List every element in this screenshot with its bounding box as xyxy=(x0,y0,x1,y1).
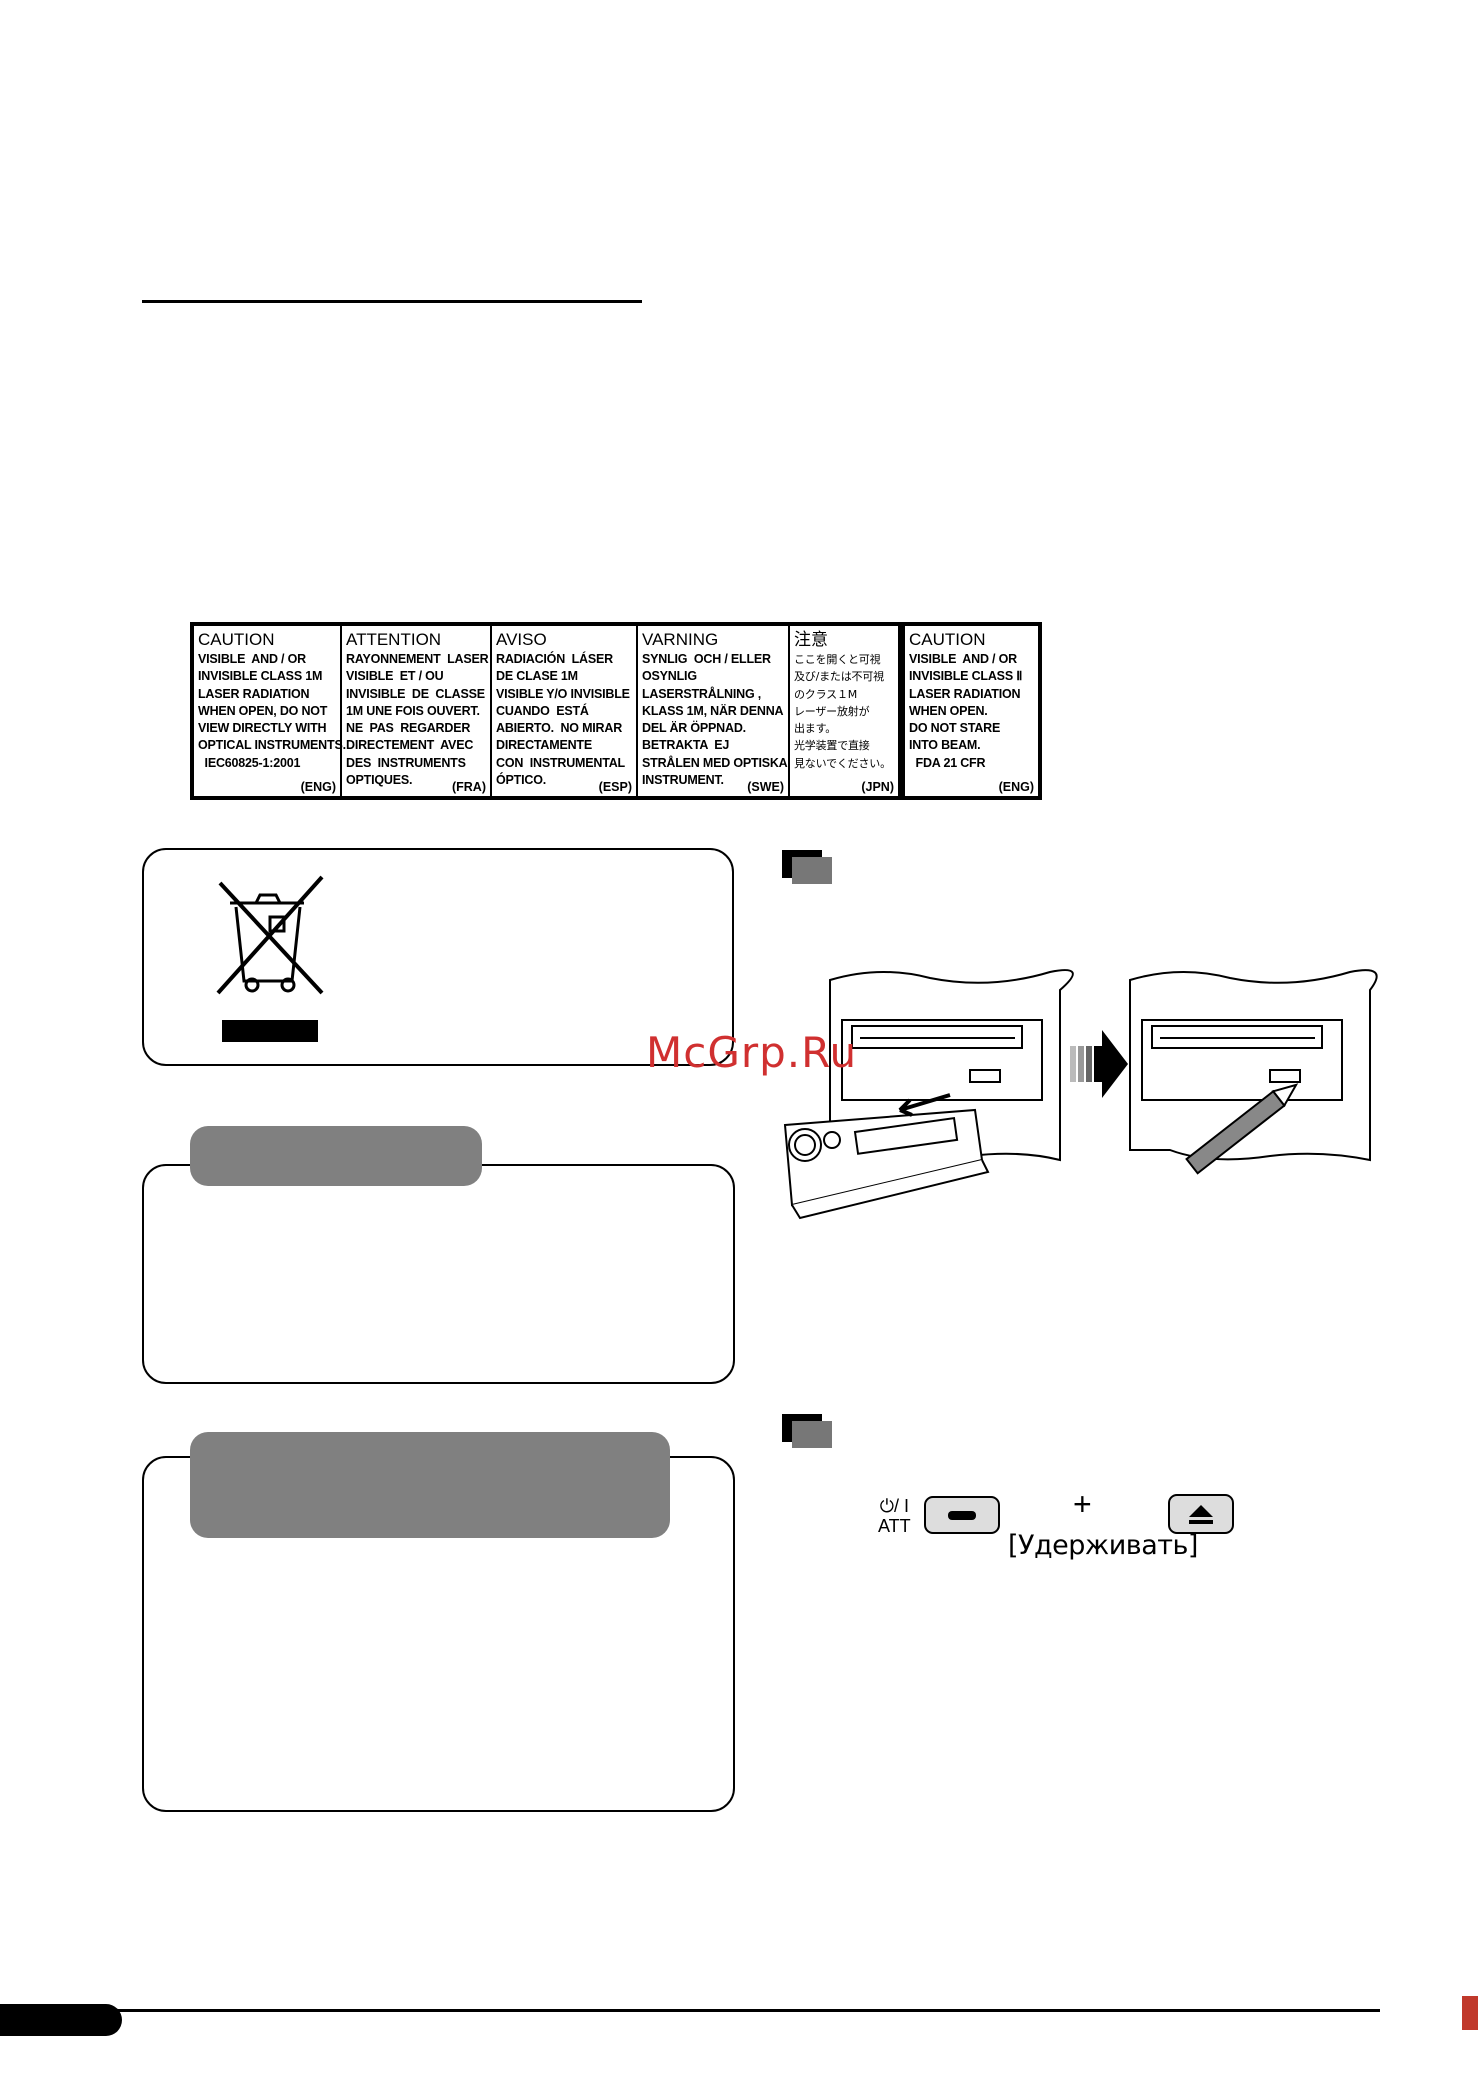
edge-marker xyxy=(1462,1996,1478,2030)
label-column-jpn: 注意 ここを開くと可視 及び/または不可視 のクラス１M レーザー放射が 出ます… xyxy=(790,626,900,796)
label-text: VISIBLE AND / OR INVISIBLE CLASS 1M LASE… xyxy=(198,652,346,770)
label-language-tag: (JPN) xyxy=(861,780,894,794)
section-marker xyxy=(782,1414,834,1448)
att-button[interactable] xyxy=(924,1496,1000,1534)
label-heading: AVISO xyxy=(496,630,547,649)
section-marker xyxy=(782,850,834,884)
minus-icon xyxy=(948,1511,976,1520)
label-language-tag: (FRA) xyxy=(451,780,486,794)
label-language-tag: (ENG) xyxy=(998,780,1034,794)
info-box-tab xyxy=(190,1126,482,1186)
plus-sign: + xyxy=(1073,1486,1092,1522)
label-heading: CAUTION xyxy=(198,630,275,649)
laser-caution-label: CAUTION VISIBLE AND / OR INVISIBLE CLASS… xyxy=(190,622,1042,800)
power-att-label: ⏻/ I ATT xyxy=(878,1496,911,1536)
eject-icon xyxy=(1189,1505,1213,1524)
label-text: SYNLIG OCH / ELLER OSYNLIG LASERSTRÅLNIN… xyxy=(642,652,788,788)
hold-instruction: [Удерживать] xyxy=(1008,1530,1198,1561)
page-number-tab xyxy=(0,2004,122,2036)
label-language-tag: (SWE) xyxy=(747,780,784,794)
header-rule xyxy=(142,300,642,303)
footer-rule xyxy=(0,2009,1380,2012)
label-heading: CAUTION xyxy=(909,630,986,649)
faceplate-removal-illustration xyxy=(783,969,1378,1220)
label-column-eng-fda: CAUTION VISIBLE AND / OR INVISIBLE CLASS… xyxy=(900,626,1038,796)
label-heading: VARNING xyxy=(642,630,719,649)
label-language-tag: (ENG) xyxy=(300,780,336,794)
label-text: RADIACIÓN LÁSER DE CLASE 1M VISIBLE Y/O … xyxy=(496,652,630,788)
crossed-out-bin-icon xyxy=(216,875,324,995)
label-column-esp: AVISO RADIACIÓN LÁSER DE CLASE 1M VISIBL… xyxy=(492,626,638,796)
arrow-right-icon xyxy=(1070,1030,1128,1098)
label-heading: ATTENTION xyxy=(346,630,442,649)
label-heading: 注意 xyxy=(794,630,828,649)
label-text: ここを開くと可視 及び/または不可視 のクラス１M レーザー放射が 出ます。 光… xyxy=(794,653,891,770)
label-language-tag: (ESP) xyxy=(598,780,632,794)
label-text: VISIBLE AND / OR INVISIBLE CLASS Ⅱ LASER… xyxy=(909,652,1023,770)
label-text: RAYONNEMENT LASER VISIBLE ET / OU INVISI… xyxy=(346,652,489,788)
label-column-fra: ATTENTION RAYONNEMENT LASER VISIBLE ET /… xyxy=(342,626,492,796)
info-box xyxy=(142,1164,735,1384)
power-symbol: ⏻/ I xyxy=(879,1496,909,1516)
watermark: McGrp.Ru xyxy=(646,1028,858,1077)
black-bar xyxy=(222,1020,318,1042)
label-column-eng: CAUTION VISIBLE AND / OR INVISIBLE CLASS… xyxy=(194,626,346,796)
info-box-tab xyxy=(190,1432,670,1538)
label-column-swe: VARNING SYNLIG OCH / ELLER OSYNLIG LASER… xyxy=(638,626,790,796)
att-label: ATT xyxy=(878,1516,911,1536)
eject-button[interactable] xyxy=(1168,1494,1234,1534)
